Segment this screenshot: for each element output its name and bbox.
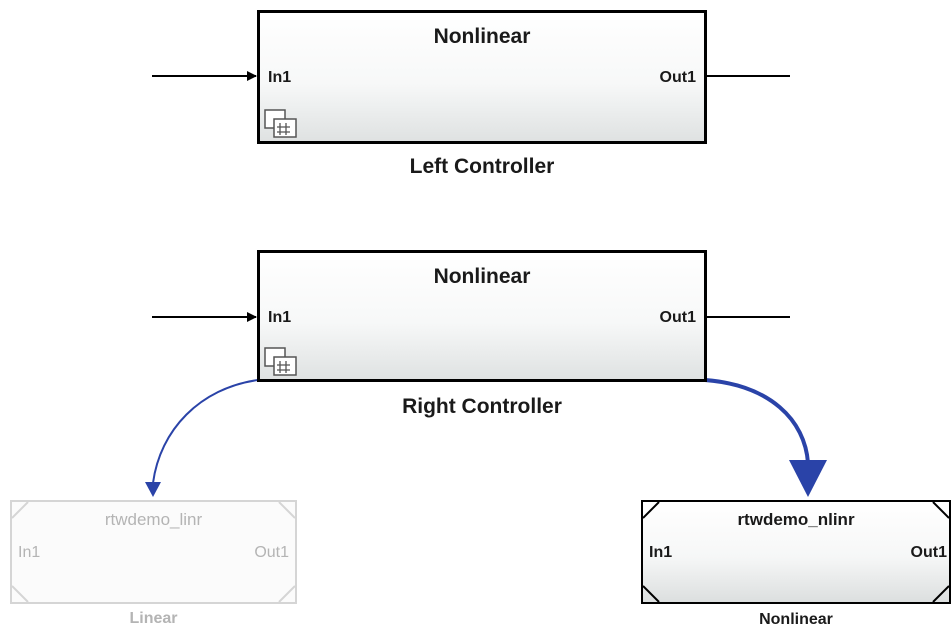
linear-model-block[interactable]: rtwdemo_linr In1 Out1 — [10, 500, 297, 604]
right-controller-label: Right Controller — [402, 395, 562, 418]
right-controller-out-port: Out1 — [659, 309, 696, 326]
left-controller-block[interactable]: Nonlinear In1 Out1 — [257, 10, 707, 144]
left-controller-in-port: In1 — [268, 69, 292, 86]
linear-model-in-port: In1 — [18, 544, 41, 561]
linear-model-out-port: Out1 — [254, 544, 289, 561]
linear-model-label: Linear — [129, 610, 178, 627]
corner-marker-icon — [932, 585, 949, 602]
nonlinear-model-out-port: Out1 — [910, 544, 947, 561]
left-controller-out-port: Out1 — [659, 69, 696, 86]
left-controller-variant: Nonlinear — [433, 25, 531, 48]
nonlinear-model-label: Nonlinear — [759, 611, 833, 628]
nonlinear-model-in-port: In1 — [649, 544, 673, 561]
variant-link-linear — [152, 379, 259, 484]
left-controller-label: Left Controller — [409, 155, 555, 178]
right-controller-in-port: In1 — [268, 309, 292, 326]
corner-marker-icon — [278, 585, 295, 602]
right-controller-variant: Nonlinear — [433, 265, 531, 288]
corner-marker-icon — [278, 502, 295, 519]
corner-marker-icon — [12, 585, 29, 602]
right-controller-block[interactable]: Nonlinear In1 Out1 — [257, 250, 707, 382]
variant-link-nonlinear-arrowhead — [789, 460, 827, 497]
variant-link-nonlinear — [704, 378, 810, 464]
corner-marker-icon — [932, 502, 949, 519]
variant-subsystem-icon — [264, 109, 297, 138]
variant-link-linear-arrowhead — [145, 482, 161, 497]
variant-subsystem-icon — [264, 347, 297, 376]
corner-marker-icon — [12, 502, 29, 519]
linear-model-name: rtwdemo_linr — [104, 510, 203, 529]
nonlinear-model-name: rtwdemo_nlinr — [737, 510, 855, 529]
corner-marker-icon — [643, 585, 660, 602]
nonlinear-model-block[interactable]: rtwdemo_nlinr In1 Out1 — [641, 500, 951, 604]
corner-marker-icon — [643, 502, 660, 519]
